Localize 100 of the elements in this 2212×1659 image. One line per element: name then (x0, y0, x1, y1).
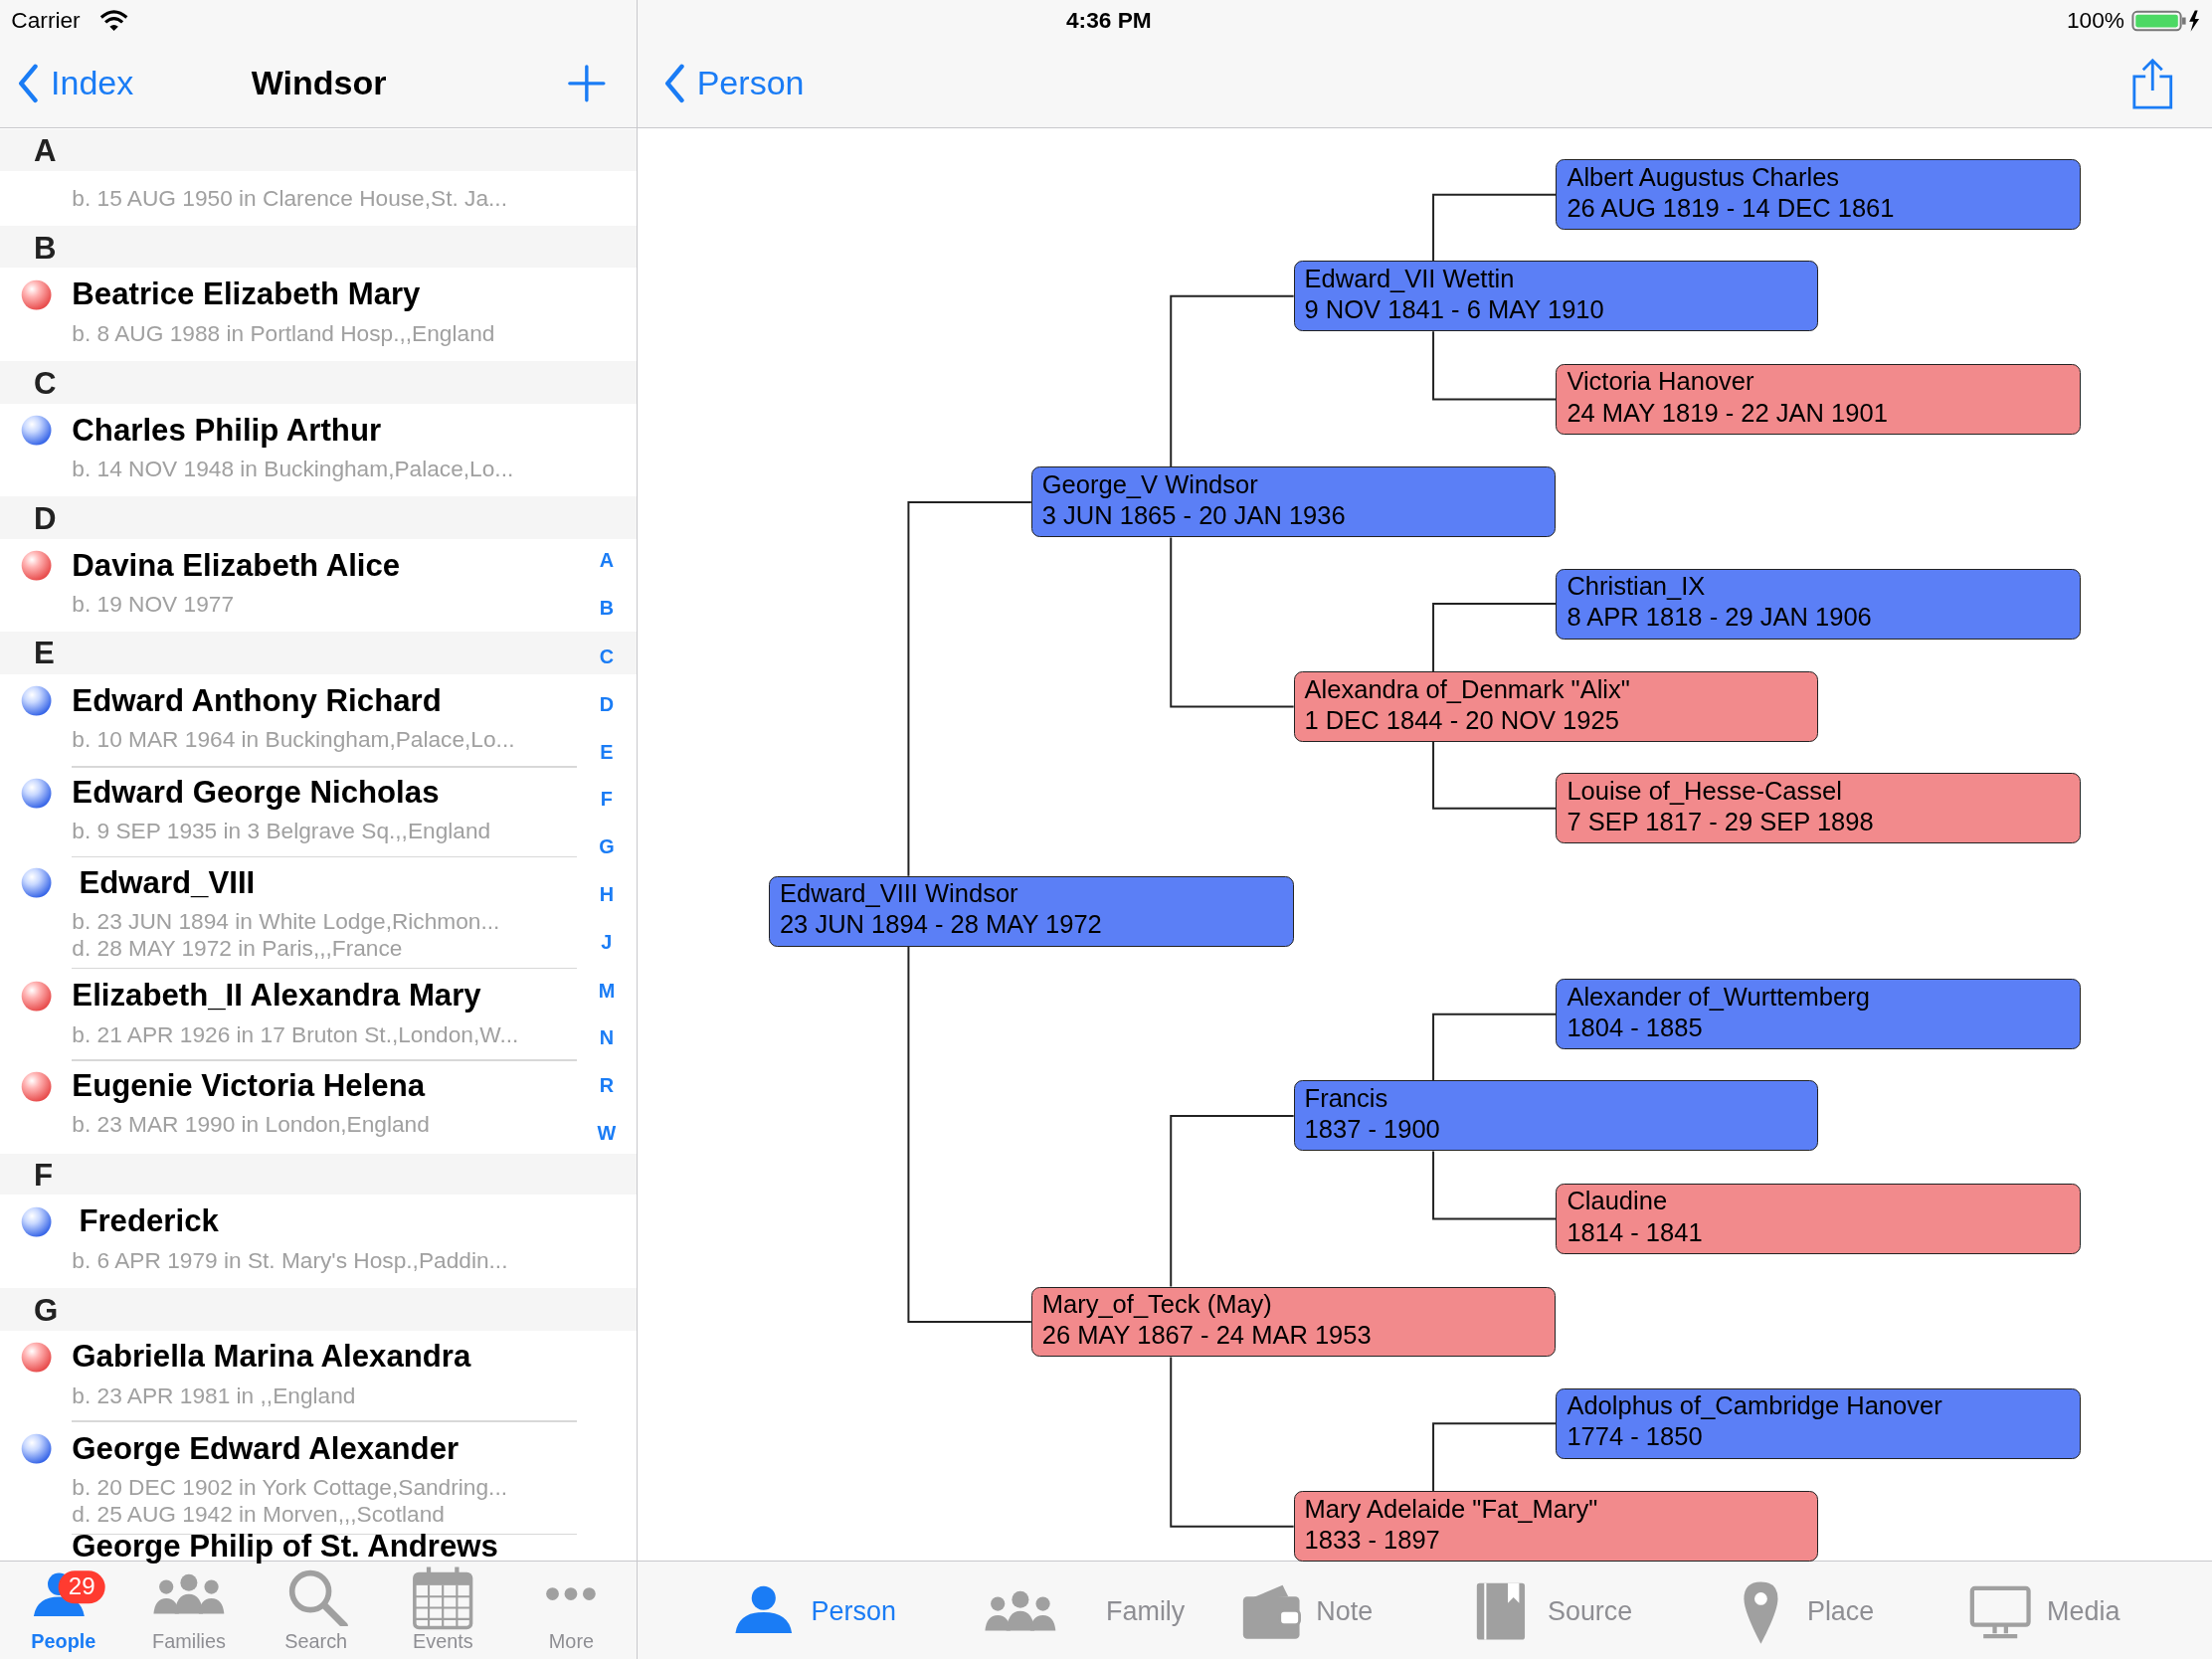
person-name: Frederick (79, 1203, 219, 1240)
person-name: Beatrice Elizabeth Mary (72, 276, 421, 313)
person-name: Christian_IX (1567, 571, 1707, 602)
life-dates: 8 APR 1818 - 29 JAN 1906 (1567, 602, 1873, 634)
tab-label: Events (413, 1629, 473, 1652)
life-dates: 7 SEP 1817 - 29 SEP 1898 (1567, 806, 1875, 837)
section-letter: B (34, 230, 57, 267)
toolbar-label: Place (1806, 1595, 1875, 1627)
person-name: Davina Elizabeth Alice (72, 547, 401, 584)
section-letter: D (34, 501, 57, 537)
person-name: George Philip of St. Andrews (72, 1528, 498, 1565)
toolbar-label: Media (2047, 1595, 2120, 1627)
person-box (1293, 261, 1819, 332)
life-detail: b. 21 APR 1926 in 17 Bruton St.,London,W... (72, 1020, 519, 1047)
person-name: Adolphus of_Cambridge Hanover (1567, 1390, 1943, 1422)
person-name: Edward George Nicholas (72, 775, 440, 812)
section-letter: C (34, 365, 57, 402)
life-dates: 3 JUN 1865 - 20 JAN 1936 (1041, 500, 1347, 532)
person-name: Edward_VII Wettin (1304, 263, 1516, 294)
life-detail: d. 25 AUG 1942 in Morven,,,Scotland (72, 1500, 445, 1527)
person-name: Louise of_Hesse-Cassel (1567, 775, 1843, 807)
battery-percent: 100% (2066, 6, 2124, 33)
person-box (1293, 671, 1819, 743)
tree-connector (1432, 330, 1558, 401)
person-box (1556, 568, 2082, 640)
life-dates: 1774 - 1850 (1567, 1421, 1704, 1453)
person-box (1293, 1491, 1819, 1563)
person-box (1556, 1184, 2082, 1254)
tree-connector (907, 500, 1032, 877)
life-detail: b. 20 DEC 1902 in York Cottage,Sandring... (72, 1473, 507, 1500)
person-name: George_V Windsor (1041, 468, 1259, 500)
person-name: Edward_VIII (79, 864, 256, 901)
clock-text: 4:36 PM (1065, 6, 1152, 33)
index-letter: F (600, 787, 613, 811)
person-box (1556, 979, 2082, 1050)
life-dates: 1833 - 1897 (1304, 1524, 1441, 1556)
index-letter: N (599, 1025, 615, 1048)
person-name: Claudine (1567, 1186, 1669, 1217)
life-dates: 24 MAY 1819 - 22 JAN 1901 (1567, 397, 1889, 429)
index-letter: E (600, 740, 614, 764)
life-dates: 1 DEC 1844 - 20 NOV 1925 (1304, 704, 1620, 736)
person-name: Mary Adelaide "Fat_Mary" (1304, 1493, 1599, 1525)
life-detail: b. 10 MAR 1964 in Buckingham,Palace,Lo... (72, 726, 515, 753)
tab-label: More (548, 1629, 595, 1652)
index-letter: J (601, 931, 613, 954)
person-name: Elizabeth_II Alexandra Mary (72, 978, 481, 1014)
tree-connector (1432, 1150, 1558, 1220)
person-box (1293, 1080, 1819, 1152)
person-box (1556, 159, 2082, 231)
tree-connector (1170, 1114, 1295, 1288)
life-dates: 1837 - 1900 (1304, 1114, 1441, 1146)
life-detail: b. 8 AUG 1988 in Portland Hosp.,,England (72, 319, 495, 346)
life-detail: b. 23 MAR 1990 in London,England (72, 1111, 430, 1138)
tree-connector (1170, 536, 1295, 708)
tree-connector (1432, 193, 1558, 263)
person-name: Alexander of_Wurttemberg (1567, 981, 1871, 1013)
nav-title: Windsor (251, 64, 387, 103)
person-box (1556, 1387, 2082, 1459)
index-letter: D (599, 692, 615, 716)
section-letter: A (34, 132, 57, 169)
tab-label: Search (284, 1629, 348, 1652)
life-dates: 26 MAY 1867 - 24 MAR 1953 (1041, 1320, 1373, 1352)
toolbar-label: Family (1106, 1595, 1186, 1627)
tab-label: People (31, 1629, 96, 1652)
person-box (1556, 363, 2082, 435)
tree-connector (1170, 1356, 1295, 1528)
life-detail: b. 23 APR 1981 in ,,England (72, 1382, 356, 1408)
index-letter: M (598, 979, 616, 1003)
tree-connector (1432, 1013, 1558, 1082)
life-detail: b. 19 NOV 1977 (72, 591, 235, 618)
back-link: Index (51, 64, 134, 103)
toolbar-label: Source (1547, 1595, 1633, 1627)
tab-label: Families (152, 1629, 226, 1652)
life-detail: b. 9 SEP 1935 in 3 Belgrave Sq.,,England (72, 818, 491, 844)
person-name: Albert Augustus Charles (1567, 161, 1841, 193)
person-box (769, 875, 1294, 947)
person-name: Victoria Hanover (1567, 366, 1755, 398)
index-letter: A (599, 548, 615, 572)
life-detail: b. 6 APR 1979 in St. Mary's Hosp.,Paddin... (72, 1246, 508, 1273)
index-letter: B (599, 596, 615, 620)
person-name: Mary_of_Teck (May) (1041, 1288, 1273, 1320)
person-name: Charles Philip Arthur (72, 412, 382, 449)
life-dates: 1814 - 1841 (1567, 1216, 1704, 1248)
life-dates: 23 JUN 1894 - 28 MAY 1972 (779, 909, 1103, 941)
toolbar-label: Person (811, 1595, 896, 1627)
section-letter: G (34, 1292, 59, 1329)
person-name: Edward Anthony Richard (72, 683, 442, 719)
carrier-text: Carrier (11, 6, 81, 33)
life-dates: 26 AUG 1819 - 14 DEC 1861 (1567, 192, 1896, 224)
life-detail: b. 14 NOV 1948 in Buckingham,Palace,Lo... (72, 455, 514, 481)
index-letter: C (599, 645, 615, 667)
life-detail: b. 15 AUG 1950 in Clarence House,St. Ja... (72, 184, 507, 211)
index-letter: H (599, 882, 615, 906)
person-name: Edward_VIII Windsor (779, 878, 1019, 910)
back-link: Person (696, 64, 805, 103)
life-dates: 9 NOV 1841 - 6 MAY 1910 (1304, 294, 1605, 325)
section-letter: F (34, 1157, 54, 1194)
person-name: Francis (1304, 1082, 1389, 1114)
index-letter: W (597, 1121, 617, 1145)
life-detail: d. 28 MAY 1972 in Paris,,,France (72, 935, 403, 962)
